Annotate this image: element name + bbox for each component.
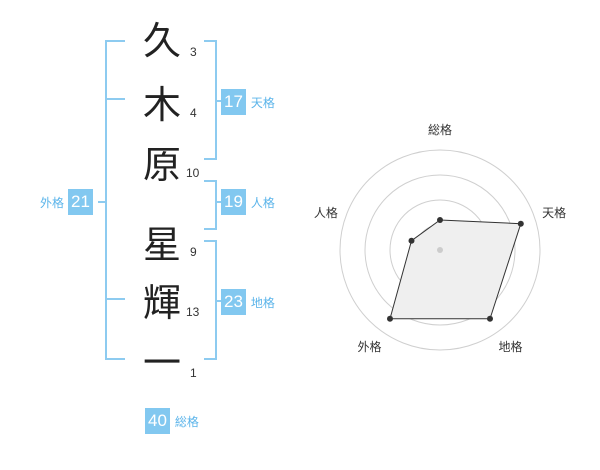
bracket-tick [105,298,125,300]
radar-point [387,315,393,322]
radar-axis-label: 総格 [428,122,452,137]
radar-point [487,315,493,322]
radar-point [408,237,415,244]
chikaku-badge: 23 地格 [221,289,275,315]
jinkaku-badge: 19 人格 [221,189,275,215]
jinkaku-value: 19 [221,189,246,215]
radar-center [437,247,443,253]
name-char-1: 久 [142,19,181,63]
jinkaku-label: 人格 [250,195,275,210]
bracket-connector [215,300,221,302]
bracket-connector [215,100,221,102]
radar-axis-label: 天格 [542,205,566,220]
stroke-count-4: 9 [190,245,197,259]
gaikaku-label: 外格 [40,195,65,210]
tenkaku-badge: 17 天格 [221,89,275,115]
radar-series-polygon [389,219,522,320]
radar-axis-label: 外格 [357,339,381,354]
gaikaku-bracket [105,40,125,360]
chikaku-label: 地格 [250,295,275,310]
radar-ring [339,149,541,351]
bracket-connector [215,201,221,203]
radar-point [437,217,443,223]
soukaku-label: 総格 [174,414,199,429]
name-char-4: 星 [142,223,181,267]
name-char-5: 輝 [142,281,181,325]
jinkaku-bracket [204,180,217,230]
tenkaku-label: 天格 [250,95,275,110]
name-char-2: 木 [142,83,181,127]
radar-ring [364,174,516,326]
chikaku-value: 23 [221,289,246,315]
tenkaku-value: 17 [221,89,246,115]
soukaku-badge: 40 総格 [145,408,199,434]
name-char-3: 原 [142,143,181,187]
gaikaku-badge: 外格 21 [40,189,93,215]
name-char-6: 一 [142,341,181,385]
radar-point [517,220,524,227]
stroke-count-6: 1 [190,366,197,380]
soukaku-value: 40 [145,408,170,434]
bracket-tick [105,98,125,100]
stroke-count-2: 4 [190,106,197,120]
stroke-count-1: 3 [190,45,197,59]
radar-axis-label: 人格 [314,205,338,220]
radar-axis-label: 地格 [498,339,522,354]
gaikaku-value: 21 [68,189,93,215]
bracket-connector [98,201,107,203]
radar-points [387,217,524,322]
stroke-count-3: 10 [186,166,200,180]
stroke-count-5: 13 [186,305,200,319]
